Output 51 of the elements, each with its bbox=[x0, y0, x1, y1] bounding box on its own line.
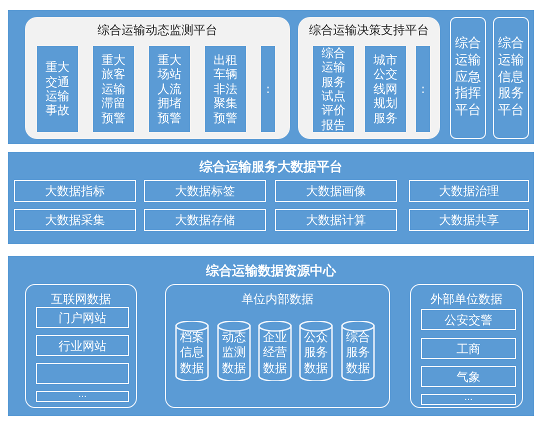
database-cylinder bbox=[217, 321, 251, 381]
data-source-box: 大数据治理 bbox=[409, 180, 529, 202]
data-source-box: 大数据共享 bbox=[409, 209, 529, 231]
cylinder-label: 动态监测数据 bbox=[221, 329, 247, 377]
database-cylinder bbox=[299, 321, 333, 381]
data-source-box: 大数据标签 bbox=[144, 180, 266, 202]
data-source-box: 大数据画像 bbox=[275, 180, 397, 202]
panel-title: 单位内部数据 bbox=[240, 291, 314, 308]
module-box: 综合运输服务试点评价报告 bbox=[313, 46, 354, 132]
data-source-box: 气象 bbox=[421, 366, 516, 387]
data-source-box: 门户网站 bbox=[36, 307, 129, 328]
cylinder-label: 档案信息数据 bbox=[179, 329, 205, 377]
panel-title: 综合运输动态监测平台 bbox=[96, 22, 218, 39]
module-box: 城市公交线网规划服务 bbox=[365, 46, 406, 132]
layer-title: 综合运输数据资源中心 bbox=[204, 262, 338, 280]
data-source-box: ... bbox=[421, 394, 516, 405]
layer-title: 综合运输服务大数据平台 bbox=[198, 158, 344, 176]
data-source-box: 大数据指标 bbox=[14, 180, 136, 202]
panel-title: 外部单位数据 bbox=[430, 291, 504, 308]
platform-panel bbox=[25, 17, 290, 139]
database-cylinder bbox=[341, 321, 375, 381]
data-source-box: 大数据计算 bbox=[275, 209, 397, 231]
data-group-panel bbox=[25, 284, 137, 408]
panel-title: 综合运输决策支持平台 bbox=[308, 22, 430, 39]
platform-panel bbox=[298, 17, 440, 139]
database-cylinder bbox=[258, 321, 292, 381]
module-box: 重大旅客运输滞留预警 bbox=[93, 46, 134, 132]
panel-title: 互联网数据 bbox=[50, 291, 112, 308]
module-box: 出租车辆非法聚集预警 bbox=[205, 46, 246, 132]
data-source-box: 工商 bbox=[421, 338, 516, 359]
platform-box: 综合运输应急指挥平台 bbox=[450, 17, 486, 139]
data-source-box bbox=[36, 363, 129, 384]
data-source-box: 行业网站 bbox=[36, 335, 129, 356]
data-source-box: 大数据存储 bbox=[144, 209, 266, 231]
data-group-panel bbox=[410, 284, 523, 408]
cylinder-label: 综合服务数据 bbox=[345, 329, 371, 377]
module-box: : bbox=[416, 46, 430, 132]
data-source-box: 大数据采集 bbox=[14, 209, 136, 231]
database-cylinder bbox=[175, 321, 209, 381]
module-box: 重大场站人流拥堵预警 bbox=[149, 46, 190, 132]
layer-band bbox=[8, 10, 534, 144]
cylinder-label: 公众服务数据 bbox=[303, 329, 329, 377]
cylinder-label: 企业经营数据 bbox=[262, 329, 288, 377]
data-source-box: ... bbox=[36, 391, 129, 402]
module-box: 重大交通运输事故 bbox=[37, 46, 78, 132]
module-box: : bbox=[261, 46, 275, 132]
layer-band bbox=[8, 152, 534, 244]
platform-box: 综合运输信息服务平台 bbox=[493, 17, 529, 139]
layer-band bbox=[8, 256, 534, 416]
data-source-box: 公安交警 bbox=[421, 309, 516, 330]
data-group-panel bbox=[165, 284, 390, 408]
